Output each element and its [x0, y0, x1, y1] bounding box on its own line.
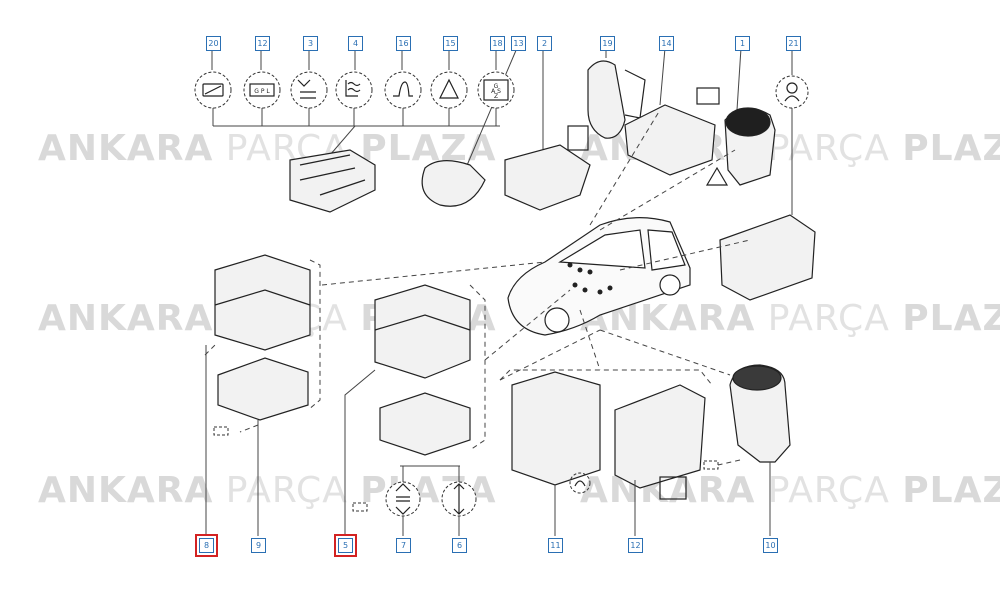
circle-sym-18: [477, 71, 515, 109]
switch-block-2: [504, 144, 591, 211]
callout-10[interactable]: 10: [763, 538, 778, 553]
callout-9[interactable]: 9: [251, 538, 266, 553]
curve-icon: [393, 81, 413, 97]
seat-heat-icon: [345, 80, 361, 97]
headlamp-symbol: [659, 476, 687, 500]
window-icon: [202, 83, 224, 97]
circle-sym-11: [569, 472, 591, 494]
circle-sym-16: [384, 71, 422, 109]
module-12: [614, 384, 706, 489]
callout-4[interactable]: 4: [348, 36, 363, 51]
callout-12-bottom[interactable]: 12: [628, 538, 643, 553]
connector-symbol-9: [213, 426, 229, 436]
callout-3-top[interactable]: 3: [303, 36, 318, 51]
switch-oval-13: [421, 160, 486, 207]
callout-8[interactable]: 8: [195, 534, 218, 557]
warning-triangle-icon: [439, 78, 459, 99]
callout-16[interactable]: 16: [396, 36, 411, 51]
circle-sym-7: [385, 481, 421, 517]
gas-icon: [483, 79, 509, 101]
callout-2[interactable]: 2: [537, 36, 552, 51]
gpl-icon: [249, 83, 275, 97]
callout-21[interactable]: 21: [786, 36, 801, 51]
watermark-row-3b: ANKARA PARÇA PLAZA: [580, 470, 1000, 511]
callout-13[interactable]: 13: [511, 36, 526, 51]
callout-6[interactable]: 6: [452, 538, 467, 553]
rear-defrost-symbol: [696, 87, 720, 105]
window-switch-single-left: [217, 357, 309, 421]
callout-7[interactable]: 7: [396, 538, 411, 553]
window-switch-single-mid: [379, 392, 471, 456]
callout-18[interactable]: 18: [490, 36, 505, 51]
window-updown-icon: [395, 483, 411, 515]
switch-block-14: [624, 104, 716, 176]
car-outline: [507, 217, 691, 336]
connector-symbol-5: [352, 502, 368, 512]
person-head-icon: [786, 82, 798, 94]
circle-sym-15: [430, 71, 468, 109]
callout-5[interactable]: 5: [334, 534, 357, 557]
callout-11[interactable]: 11: [548, 538, 563, 553]
switch-pill-19: [587, 60, 626, 139]
callout-20[interactable]: 20: [206, 36, 221, 51]
circle-sym-12: [243, 71, 281, 109]
svg-text:A S: A S: [491, 88, 501, 95]
callout-15[interactable]: 15: [443, 36, 458, 51]
svg-text:G: G: [494, 83, 499, 90]
callout-12-top[interactable]: 12: [255, 36, 270, 51]
circle-sym-3: [290, 71, 328, 109]
heater-icon: [297, 79, 316, 99]
circle-sym-21: [775, 75, 809, 109]
gpl-text: G P L: [254, 88, 270, 95]
arrow-updown-icon: [453, 483, 465, 515]
watermark-row-1: ANKARA PARÇA PLAZA: [38, 128, 497, 169]
switch-block-top: [289, 149, 376, 213]
module-right: [719, 214, 816, 301]
svg-text:Z: Z: [494, 93, 498, 100]
window-switch-stack-mid: [374, 284, 471, 379]
callout-19[interactable]: 19: [600, 36, 615, 51]
callout-14[interactable]: 14: [659, 36, 674, 51]
window-switch-stack-left: [214, 254, 311, 351]
module-11: [511, 371, 601, 486]
callout-1[interactable]: 1: [735, 36, 750, 51]
hazard-triangle-symbol: [705, 166, 729, 186]
airbag-symbol: [567, 125, 589, 151]
connector-symbol-10: [703, 460, 719, 470]
